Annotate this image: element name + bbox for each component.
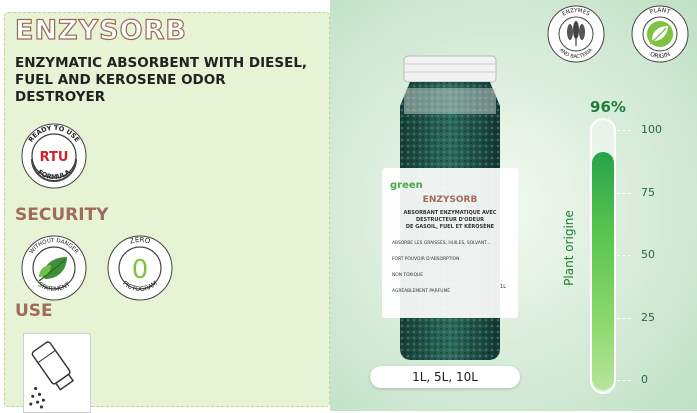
gauge-tick-dash [617,317,631,319]
rtu-center-text: RTU [40,150,69,165]
gauge-tick-label: 50 [641,248,655,261]
gauge-fill [592,152,614,390]
gauge-tick-label: 0 [641,373,648,386]
svg-text:PLANT: PLANT [649,7,672,16]
gauge-tick: 0 [617,373,677,387]
jar-bullet-1: ABSORBE LES GRAISSES, HUILES, SOLVANT... [392,240,491,246]
product-jar: green ENZYSORB ABSORBANT ENZYMATIQUE AVE… [370,48,530,378]
info-panel: ENZYSORB ENZYMATIC ABSORBENT WITH DIESEL… [4,12,330,413]
jar-desc-line-3: DE GASOIL, FUEL ET KÉROSÈNE [406,222,495,230]
plant-origin-percent: 96% [590,98,626,116]
gauge-tick: 25 [617,311,677,325]
plant-origin-badge: PLANT ORIGIN [630,4,690,64]
rtu-bottom-text: FORMULA [36,168,72,181]
gauge-tick-label: 25 [641,310,655,324]
svg-text:ORIGIN: ORIGIN [649,51,671,60]
jar-bullet-3: NON TOXIQUE [392,272,423,278]
security-title: SECURITY [15,205,109,225]
zero-top-text: ZERO [129,236,152,246]
jar-desc-line-2: DESTRUCTEUR D'ODEUR [416,217,484,223]
available-sizes: 1L, 5L, 10L [370,366,520,388]
jar-volume: 1L [500,284,506,290]
jar-bullet-2: FORT POUVOIR D'ABSORPTION [392,256,459,262]
wheat-icon [567,21,585,46]
leaf-icon [38,257,67,282]
gauge-tick-dash [617,380,631,381]
gauge-tick-label: 75 [641,185,655,199]
leaf-icon [647,21,673,47]
gauge-tick: 50 [617,248,677,262]
use-pictogram [23,333,91,413]
jar-desc-line-1: ABSORBANT ENZYMATIQUE AVEC [404,210,497,216]
zero-pictogram-badge: ZERO 0 PICTOGRAM [105,233,175,303]
without-danger-badge: WITHOUT DANGER STATEMENT [19,233,89,303]
svg-text:ZERO: ZERO [129,236,152,246]
gauge-tick: 75 [617,186,677,200]
zero-bottom-text: PICTOGRAM [121,279,159,293]
gauge-tick-dash [617,192,631,194]
use-title: USE [15,301,53,321]
gauge-tick: 100 [617,123,677,137]
rtu-badge: READY TO USE RTU FORMULA [19,121,89,191]
shaker-bottle-icon [29,341,75,409]
svg-text:FORMULA: FORMULA [36,168,72,181]
plant-origin-bottom-text: ORIGIN [649,51,671,60]
svg-text:PICTOGRAM: PICTOGRAM [121,279,159,293]
jar-brand: green [390,180,423,191]
jar-name: ENZYSORB [423,195,478,205]
gauge-axis-label: Plant origine [562,210,576,286]
zero-center-text: 0 [132,255,149,285]
gauge-tick-dash [617,255,631,256]
product-headline: ENZYMATIC ABSORBENT WITH DIESEL, FUEL AN… [15,55,308,105]
plant-origin-top-text: PLANT [649,7,672,16]
product-name: ENZYSORB [14,14,187,46]
enzymes-top-text: ENZYMES [561,8,590,18]
jar-bullet-4: AGRÉABLEMENT PARFUMÉ [392,286,450,294]
svg-text:ENZYMES: ENZYMES [561,8,590,18]
enzymes-bacteria-badge: ENZYMES AND BACTERIA [546,4,606,64]
gauge-tick-label: 100 [641,123,662,136]
gauge-tick-dash [617,130,631,131]
